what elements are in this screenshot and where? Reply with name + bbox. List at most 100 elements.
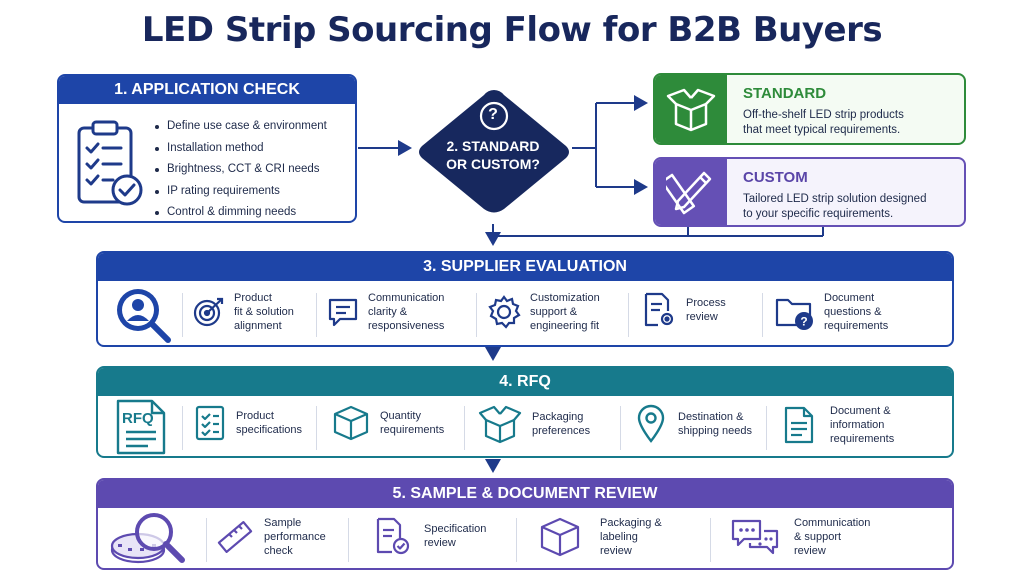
clipboard-checklist-icon [73,118,145,210]
item-label-line: & support [794,531,842,543]
desc-line: to your specific requirements. [743,208,894,220]
list-item: Installation method [155,138,327,160]
page-title: LED Strip Sourcing Flow for B2B Buyers [141,10,883,50]
supplier-item-communication: Communication clarity & responsiveness [326,291,444,333]
item-label-line: questions & [824,306,882,318]
question-mark-icon: ? [488,106,498,123]
rfq-item-destination: Destination & shipping needs [636,404,752,444]
divider [206,518,207,562]
chat-bubbles-icon [731,519,779,555]
divider [182,293,183,337]
supplier-evaluation-section: 3. SUPPLIER EVALUATION Product fit & sol… [96,251,954,347]
divider [620,406,621,450]
standard-title: STANDARD [743,85,827,102]
sample-review-section: 5. SAMPLE & DOCUMENT REVIEW Sample perfo… [96,478,954,570]
sample-item-communication: Communication & support review [730,516,870,558]
item-label-line: Process [686,297,726,309]
chat-bubble-icon [328,298,358,327]
item-label-line: fit & solution [234,306,294,318]
item-label-line: Packaging & [600,517,662,529]
supplier-item-document-questions: ? Document questions & requirements [774,291,888,333]
item-label-line: responsiveness [368,320,445,332]
standard-option-box: STANDARD Off-the-shelf LED strip product… [653,73,966,145]
rfq-section: 4. RFQ RFQ Product specifications Quanti… [96,366,954,458]
document-gear-icon [644,292,674,327]
ruler-icon [217,521,253,553]
item-label-line: specifications [236,424,303,436]
user-search-icon [110,283,176,345]
item-label-line: preferences [532,425,591,437]
custom-description: Tailored LED strip solution designed to … [743,192,963,222]
item-label-line: Destination & [678,411,744,423]
item-label-line: Document [824,292,875,304]
divider [710,518,711,562]
box-icon [540,517,580,557]
item-label-line: requirements [380,424,445,436]
item-label-line: review [424,537,456,549]
target-icon [193,297,224,327]
item-label-line: review [686,311,718,323]
item-label-line: Packaging [532,411,584,423]
item-label-line: Quantity [380,410,421,422]
rfq-item-product-specs: Product specifications [194,404,302,442]
divider [348,518,349,562]
open-box-icon [655,75,727,143]
rfq-document-icon: RFQ [112,398,172,456]
item-label-line: Product [236,410,274,422]
document-icon [784,406,814,444]
item-label-line: review [600,545,632,557]
checklist-icon [195,405,225,441]
supplier-item-customization: Customization support & engineering fit [486,291,600,333]
box-icon [333,405,369,441]
item-label-line: requirements [830,433,895,445]
folder-question-icon: ? [775,298,813,330]
list-item: IP rating requirements [155,181,327,203]
divider [516,518,517,562]
supplier-item-process: Process review [642,291,726,329]
application-check-header: 1. APPLICATION CHECK [59,76,355,104]
item-label-line: performance [264,531,326,543]
standard-description: Off-the-shelf LED strip products that me… [743,108,963,138]
supplier-evaluation-header: 3. SUPPLIER EVALUATION [98,253,952,281]
decision-diamond [419,90,569,213]
led-strip-magnifier-icon [108,510,194,568]
sample-item-specification: Specification review [374,516,486,556]
sample-review-header: 5. SAMPLE & DOCUMENT REVIEW [98,480,952,508]
open-box-icon [478,405,522,444]
rfq-doc-label: RFQ [122,410,154,427]
sample-item-performance: Sample performance check [216,516,326,558]
divider [476,293,477,337]
divider [628,293,629,337]
location-pin-icon [637,404,665,443]
item-label-line: Customization [530,292,600,304]
item-label-line: alignment [234,320,282,332]
desc-line: that meet typical requirements. [743,124,901,136]
divider [762,293,763,337]
rfq-item-packaging: Packaging preferences [478,404,590,444]
decision-label-line: OR CUSTOM? [446,156,540,172]
application-check-box: 1. APPLICATION CHECK Define use case & e… [57,74,357,223]
divider [316,293,317,337]
item-label-line: review [794,545,826,557]
desc-line: Tailored LED strip solution designed [743,193,927,205]
custom-title: CUSTOM [743,169,808,186]
desc-line: Off-the-shelf LED strip products [743,109,904,121]
item-label-line: shipping needs [678,425,753,437]
sample-item-packaging: Packaging & labeling review [538,516,662,558]
list-item: Brightness, CCT & CRI needs [155,159,327,181]
item-label-line: engineering fit [530,320,600,332]
decision-label-line: 2. STANDARD [446,138,540,154]
list-item: Define use case & environment [155,116,327,138]
item-label-line: Communication [794,517,871,529]
svg-text:?: ? [800,315,807,329]
ruler-pencil-icon [655,159,727,225]
item-label-line: Document & [830,405,891,417]
item-label-line: Product [234,292,272,304]
item-label-line: check [264,545,293,557]
divider [464,406,465,450]
supplier-item-product-fit: Product fit & solution alignment [192,291,294,333]
item-label-line: Sample [264,517,302,529]
rfq-item-documents: Document & information requirements [782,404,894,446]
divider [182,406,183,450]
